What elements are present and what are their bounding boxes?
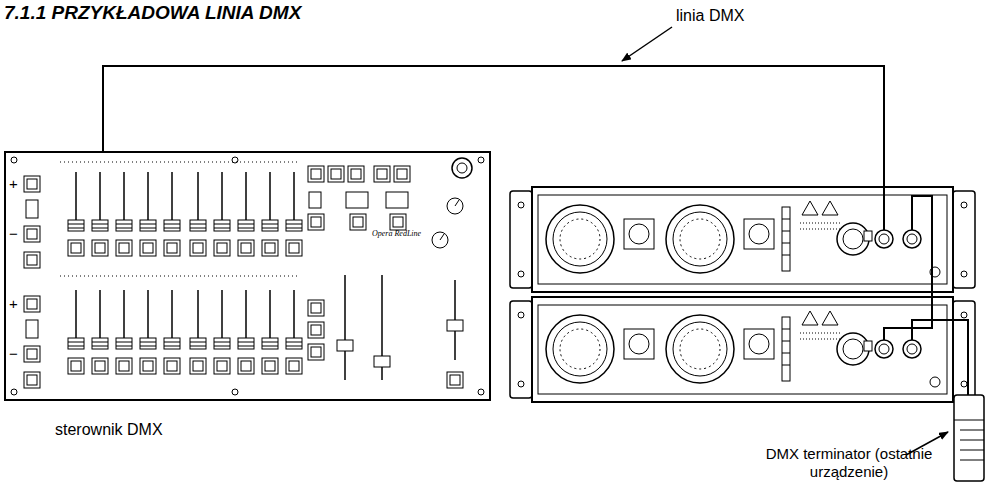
- drawing-part: [478, 157, 484, 163]
- drawing-part: [457, 163, 467, 173]
- button-symbol: −: [9, 345, 18, 363]
- drawing-part: [5, 152, 490, 400]
- drawing-part: [328, 166, 344, 182]
- drawing-part: [60, 162, 300, 163]
- drawing-part: [286, 172, 302, 256]
- drawing-part: [24, 372, 40, 388]
- brand-label: Opera RedLine: [372, 229, 421, 239]
- drawing-part: [190, 172, 206, 256]
- drawing-part: [11, 389, 17, 395]
- drawing-part: [386, 192, 408, 208]
- dmx-controller: [5, 152, 490, 400]
- drawing-part: [478, 389, 484, 395]
- drawing-part: [344, 275, 346, 380]
- drawing-part: [884, 196, 932, 340]
- drawing-part: [92, 290, 108, 374]
- drawing-part: [350, 214, 366, 230]
- drawing-part: [238, 172, 254, 256]
- drawing-part: [912, 320, 968, 395]
- node-label: DMX terminator (ostatnie urządzenie): [760, 445, 938, 481]
- drawing-part: [308, 322, 324, 338]
- drawing-part: [26, 200, 38, 218]
- drawing-part: [309, 192, 321, 208]
- drawing-part: [960, 430, 984, 431]
- cable-label: linia DMX: [676, 6, 744, 25]
- drawing-part: [262, 290, 278, 374]
- drawing-part: [960, 440, 984, 441]
- drawing-part: [262, 172, 278, 256]
- drawing-part: [440, 234, 444, 240]
- node-label: sterownik DMX: [55, 420, 163, 439]
- drawing-part: [432, 232, 448, 248]
- drawing-part: [286, 290, 302, 374]
- drawing-part: [960, 460, 984, 461]
- button-symbol: −: [9, 225, 18, 243]
- button-symbol: +: [9, 295, 18, 313]
- drawing-part: [308, 300, 324, 316]
- drawing-part: [24, 176, 40, 192]
- diagram-title: 7.1.1 PRZYKŁADOWA LINIA DMX: [4, 2, 301, 25]
- drawing-part: [140, 172, 156, 256]
- dimmer-pack: [510, 187, 975, 292]
- drawing-part: [308, 166, 324, 182]
- controller-node: sterownik DMX: [5, 152, 490, 400]
- drawing-part: [232, 389, 238, 395]
- drawing-part: [214, 290, 230, 374]
- drawing-part: [394, 166, 410, 182]
- drawing-part: [238, 290, 254, 374]
- dimmer-pack: [510, 297, 975, 402]
- drawing-part: [11, 157, 17, 163]
- drawing-part: [374, 356, 390, 367]
- drawing-part: [116, 172, 132, 256]
- drawing-part: [447, 198, 463, 214]
- drawing-part: [116, 290, 132, 374]
- drawing-part: [390, 214, 406, 230]
- drawing-part: [68, 290, 84, 374]
- button-symbol: +: [9, 175, 18, 193]
- drawing-part: [26, 320, 38, 338]
- drawing-part: [346, 192, 368, 208]
- drawing-part: [190, 290, 206, 374]
- drawing-part: [24, 226, 40, 242]
- drawing-part: [24, 296, 40, 312]
- drawing-part: [68, 172, 84, 256]
- drawing-part: [954, 395, 984, 481]
- drawing-part: [164, 172, 180, 256]
- drawing-part: [960, 450, 984, 451]
- drawing-part: [60, 276, 300, 277]
- drawing-part: [24, 346, 40, 362]
- drawing-part: [348, 166, 364, 182]
- drawing-part: [337, 340, 353, 351]
- drawing-part: [103, 66, 884, 230]
- drawing-part: [308, 214, 324, 230]
- drawing-part: [954, 420, 984, 421]
- drawing-part: [374, 166, 390, 182]
- drawing-part: [447, 372, 463, 388]
- drawing-part: [455, 200, 459, 206]
- terminator-node: DMX terminator (ostatnie urządzenie): [950, 393, 988, 483]
- drawing-part: [452, 158, 472, 178]
- drawing-part: [24, 252, 40, 268]
- drawing-part: [214, 172, 230, 256]
- drawing-part: [92, 172, 108, 256]
- leader-arrow: [622, 27, 672, 61]
- drawing-part: [140, 290, 156, 374]
- terminator-plug: [954, 395, 984, 481]
- drawing-part: [447, 320, 463, 331]
- dmx-cable: [103, 66, 968, 395]
- drawing-part: [164, 290, 180, 374]
- drawing-part: [308, 344, 324, 360]
